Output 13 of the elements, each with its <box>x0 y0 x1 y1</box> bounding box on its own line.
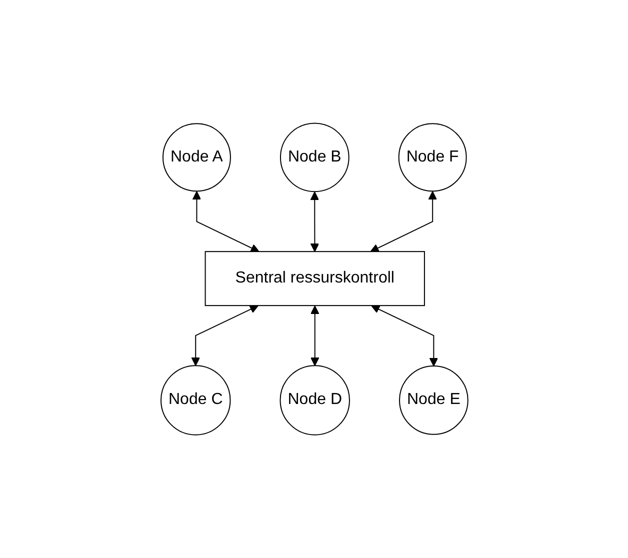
arrow <box>190 305 258 366</box>
arrow <box>310 192 319 252</box>
node-circle: Node E <box>398 366 468 435</box>
arrow <box>370 191 437 252</box>
node-box: Sentral ressurskontroll <box>204 251 425 306</box>
arrow <box>310 306 319 366</box>
node-circle: Node D <box>279 365 350 436</box>
arrow <box>370 305 438 366</box>
node-circle: Node F <box>398 123 466 192</box>
node-circle: Node A <box>162 123 231 192</box>
arrow <box>192 191 259 252</box>
node-circle: Node C <box>160 365 230 436</box>
node-circle: Node B <box>280 122 349 192</box>
